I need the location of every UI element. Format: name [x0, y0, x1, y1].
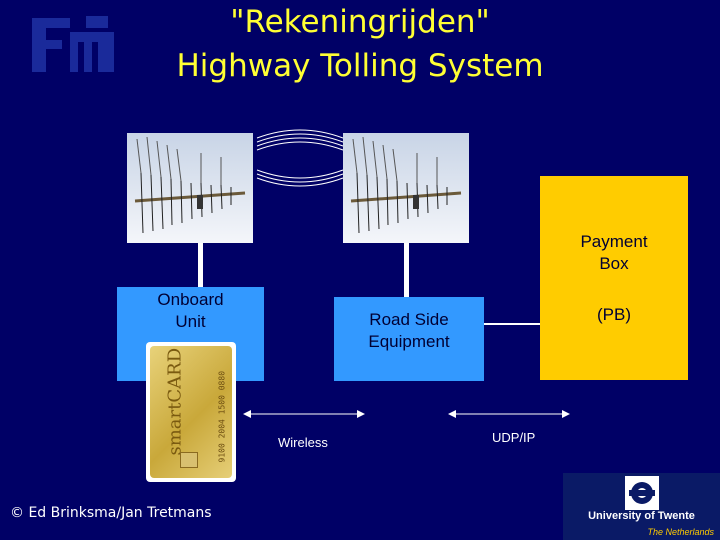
antenna-right — [343, 133, 469, 243]
wireless-arrow — [243, 410, 365, 418]
payment-box: Payment Box (PB) — [540, 176, 688, 380]
onboard-unit-label-2: Unit — [175, 312, 206, 331]
road-side-label-2: Equipment — [368, 332, 450, 351]
university-logo: University of Twente The Netherlands — [563, 473, 720, 540]
slide-title: "Rekeningrijden" Highway Tolling System — [0, 0, 720, 88]
smart-card-text: smartCARD — [164, 347, 186, 456]
mast-left — [198, 243, 203, 288]
smart-card: smartCARD 9100 2004 1500 0880 — [146, 342, 236, 482]
payment-box-abbr: (PB) — [597, 305, 631, 324]
title-line-1: "Rekeningrijden" — [230, 4, 490, 40]
fmt-logo — [26, 14, 118, 76]
onboard-unit-label-1: Onboard — [157, 290, 224, 309]
antenna-icon — [343, 133, 469, 243]
smart-card-chip — [180, 452, 198, 468]
udp-ip-label: UDP/IP — [492, 430, 536, 445]
rse-to-pb-line — [484, 323, 540, 325]
smart-card-number: 9100 2004 1500 0880 — [217, 370, 227, 463]
antenna-icon — [127, 133, 253, 243]
university-emblem-icon — [625, 476, 659, 510]
payment-box-label-2: Box — [599, 254, 629, 273]
udp-ip-arrow — [448, 410, 570, 418]
fmt-logo-graphic — [32, 16, 114, 72]
road-side-label-1: Road Side — [369, 310, 449, 329]
university-name: University of Twente — [588, 510, 695, 522]
university-country: The Netherlands — [647, 527, 714, 537]
copyright-text: © Ed Brinksma/Jan Tretmans — [10, 505, 212, 521]
road-side-equipment-box: Road Side Equipment — [334, 297, 484, 381]
wireless-signal-arcs — [256, 129, 344, 187]
wireless-label: Wireless — [278, 435, 328, 450]
mast-right — [404, 243, 409, 297]
payment-box-label-1: Payment — [580, 232, 648, 251]
antenna-left — [127, 133, 253, 243]
title-line-2: Highway Tolling System — [176, 48, 544, 84]
